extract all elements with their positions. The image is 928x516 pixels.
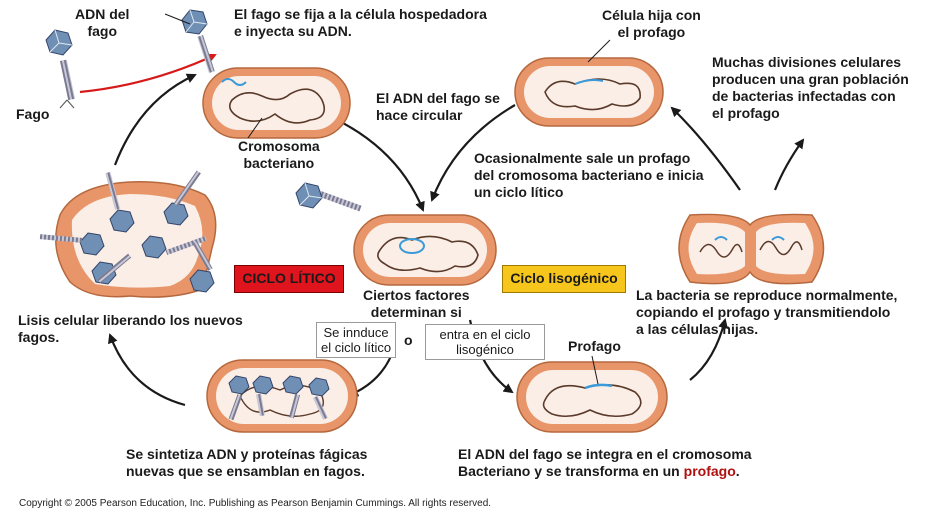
label-profago: Profago [568, 338, 621, 354]
arrow-profago-to-reproduce [689, 318, 728, 381]
cell-circular [353, 214, 497, 286]
arrow-reproduce-to-daughter [670, 106, 741, 191]
tag-ciclo-lisogenico: Ciclo lisogénico [502, 265, 626, 293]
label-integra: El ADN del fago se integra en el cromoso… [458, 446, 752, 479]
profago-pointer [591, 355, 599, 385]
adn-pointer [164, 13, 191, 25]
profago-highlight: profago [683, 463, 736, 479]
new-phages-inside [228, 375, 330, 421]
label-fago: Fago [16, 106, 50, 122]
tag-ciclo-litico: CICLO LÍTICO [234, 265, 344, 293]
cell-daughter [514, 57, 664, 127]
free-phage-center [295, 182, 362, 212]
arrow-phage-to-cell [79, 53, 217, 94]
released-phages [39, 170, 215, 293]
arrow-lysis-to-infection [113, 73, 197, 166]
phage-attached-top [181, 9, 215, 73]
cell-infection [202, 67, 351, 139]
cell-profago [516, 361, 668, 433]
celula-hija-pointer [587, 39, 611, 63]
arrow-daughter-to-circular [430, 104, 516, 202]
cell-dividing [678, 213, 825, 285]
copyright-notice: Copyright © 2005 Pearson Education, Inc.… [19, 498, 492, 509]
free-phage-left [45, 29, 76, 109]
cell-lysis [39, 170, 217, 298]
label-o: o [404, 332, 413, 348]
arrow-reproduce-to-many [773, 138, 805, 191]
label-reproduce: La bacteria se reproduce normalmente,cop… [636, 287, 898, 337]
cell-synthesis [206, 359, 358, 433]
cromosoma-pointer [247, 117, 263, 139]
arrow-synthesis-to-lysis [108, 333, 186, 407]
